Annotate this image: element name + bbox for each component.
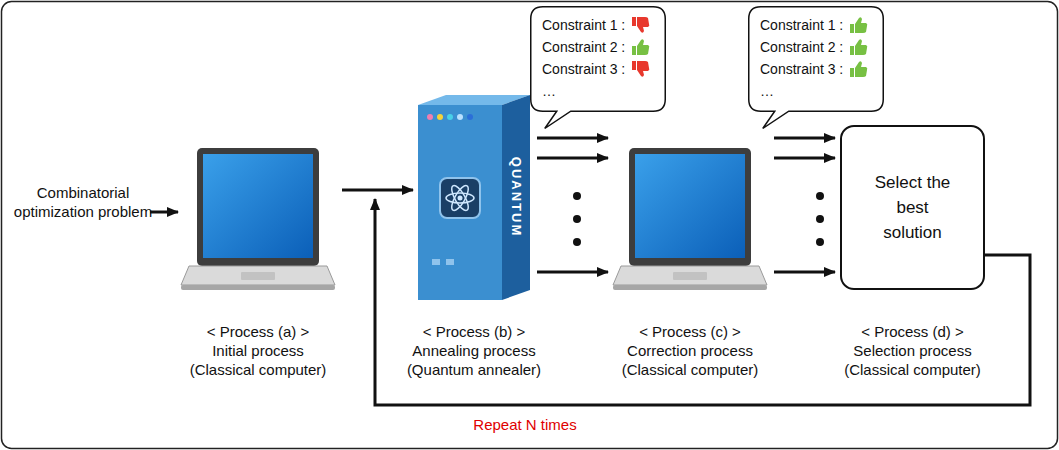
flow-arrow [342,189,413,192]
thumb-down-icon [631,60,651,78]
annealer-port [432,259,440,265]
process-text: (Classical computer) [844,360,981,379]
constraint-list: Constraint 1 : Constraint 2 : Constraint 3… [748,6,879,108]
laptop-icon [613,148,767,290]
constraint-text: Constraint 2 : [760,39,843,55]
process-heading: < Process (c) > [622,322,759,341]
selection-box: Select the best solution< Process (d) >S… [840,125,985,290]
constraint-row: Constraint 3 : [542,58,651,80]
laptop-node: < Process (c) >Correction process(Classi… [613,148,767,290]
thumb-hand [855,17,867,33]
annealer-side [502,95,530,300]
flow-arrow [774,157,835,160]
process-heading: < Process (a) > [190,322,327,341]
status-light [457,114,463,120]
thumb-hand [637,17,649,33]
status-light [437,114,443,120]
flow-arrow [537,271,608,274]
constraint-text: Constraint 3 : [760,61,843,77]
thumb-cuff [850,24,854,33]
box-text: Select the best solution [875,170,951,245]
bubble-shape [749,7,884,129]
flow-arrow [774,137,835,140]
process-caption: < Process (d) >Selection process(Classic… [844,322,981,379]
ellipsis-dot [816,215,824,223]
ellipsis-dot [573,192,581,200]
constraint-row: Constraint 1 : [760,14,869,36]
constraint-text: … [542,83,556,99]
process-text: Annealing process [407,341,541,360]
laptop-node: < Process (a) >Initial process(Classical… [181,148,335,290]
process-heading: < Process (d) > [844,322,981,341]
thumb-cuff [632,17,636,26]
edge-label: Repeat N times [470,416,579,433]
thumb-hand [855,61,867,77]
process-heading: < Process (b) > [407,322,541,341]
annealer-front [418,105,502,300]
constraint-row: Constraint 1 : [542,14,651,36]
process-caption: < Process (a) >Initial process(Classical… [190,322,327,379]
constraint-text: … [760,83,774,99]
atom-orbit [446,193,474,203]
quantum-annealer-icon [418,95,530,300]
process-text: Selection process [844,341,981,360]
process-text: (Classical computer) [190,360,327,379]
thumb-up-icon [849,60,869,78]
speech-bubble: Constraint 1 : Constraint 2 : Constraint 3… [748,6,884,112]
speech-bubble: Constraint 1 : Constraint 2 : Constraint 3… [530,6,666,112]
bubble-shape [531,7,666,129]
atom-orbit [449,183,472,212]
ellipsis-dot [816,238,824,246]
process-caption: < Process (b) >Annealing process(Quantum… [407,322,541,379]
thumb-hand [637,61,649,77]
thumb-cuff [632,46,636,55]
atom-panel [440,178,480,218]
annealer-port [446,259,454,265]
process-text: Correction process [622,341,759,360]
constraint-text: Constraint 2 : [542,39,625,55]
constraint-text: Constraint 3 : [542,61,625,77]
constraint-row: … [542,80,651,102]
status-light [447,114,453,120]
atom-orbit [449,183,472,212]
ellipsis-dots [573,192,824,246]
process-text: (Quantum annealer) [407,360,541,379]
status-light [467,114,473,120]
brand-label: QUANTUM [509,157,524,237]
thumb-up-icon [631,38,651,56]
constraint-row: Constraint 3 : [760,58,869,80]
constraint-text: Constraint 1 : [760,17,843,33]
atom-nucleus [458,196,463,201]
laptop-icon [181,148,335,290]
thumb-down-icon [631,16,651,34]
ellipsis-dot [573,215,581,223]
flow-arrow [537,137,608,140]
process-caption: < Process (c) >Correction process(Classi… [622,322,759,379]
thumb-hand [855,39,867,55]
process-text: (Classical computer) [622,360,759,379]
thumb-up-icon [849,38,869,56]
thumb-cuff [850,46,854,55]
status-light [427,114,433,120]
thumb-cuff [632,61,636,70]
constraint-list: Constraint 1 : Constraint 2 : Constraint 3… [530,6,661,108]
process-text: Initial process [190,341,327,360]
constraint-row: Constraint 2 : [760,36,869,58]
ellipsis-dot [573,238,581,246]
input-arrow [150,211,178,214]
thumb-hand [637,39,649,55]
ellipsis-dot [816,192,824,200]
constraint-row: … [760,80,869,102]
flow-arrow [774,271,835,274]
constraint-row: Constraint 2 : [542,36,651,58]
thumb-cuff [850,68,854,77]
input-label: Combinatorial optimization problem [12,183,154,221]
constraint-text: Constraint 1 : [542,17,625,33]
thumb-up-icon [849,16,869,34]
flow-arrow [537,157,608,160]
